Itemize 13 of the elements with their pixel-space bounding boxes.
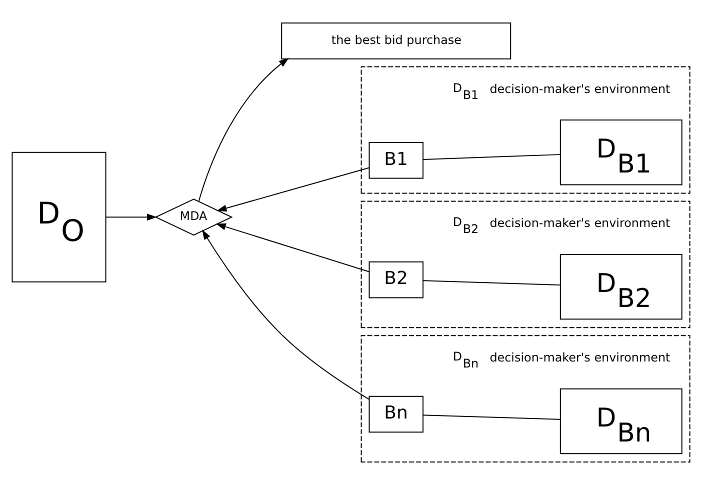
arrow [106,214,158,221]
arrow [216,223,370,272]
arrow [198,58,289,202]
connector [422,280,560,286]
connector [422,414,560,420]
node-box: B1 [368,142,424,179]
node-box: Bn [368,396,424,433]
node-diamond: MDA [154,198,233,236]
node-box: B2 [368,261,424,298]
arrow [202,230,370,400]
node-box: the best bid purchase [281,22,512,60]
connector [422,154,560,160]
arrow [216,167,370,212]
